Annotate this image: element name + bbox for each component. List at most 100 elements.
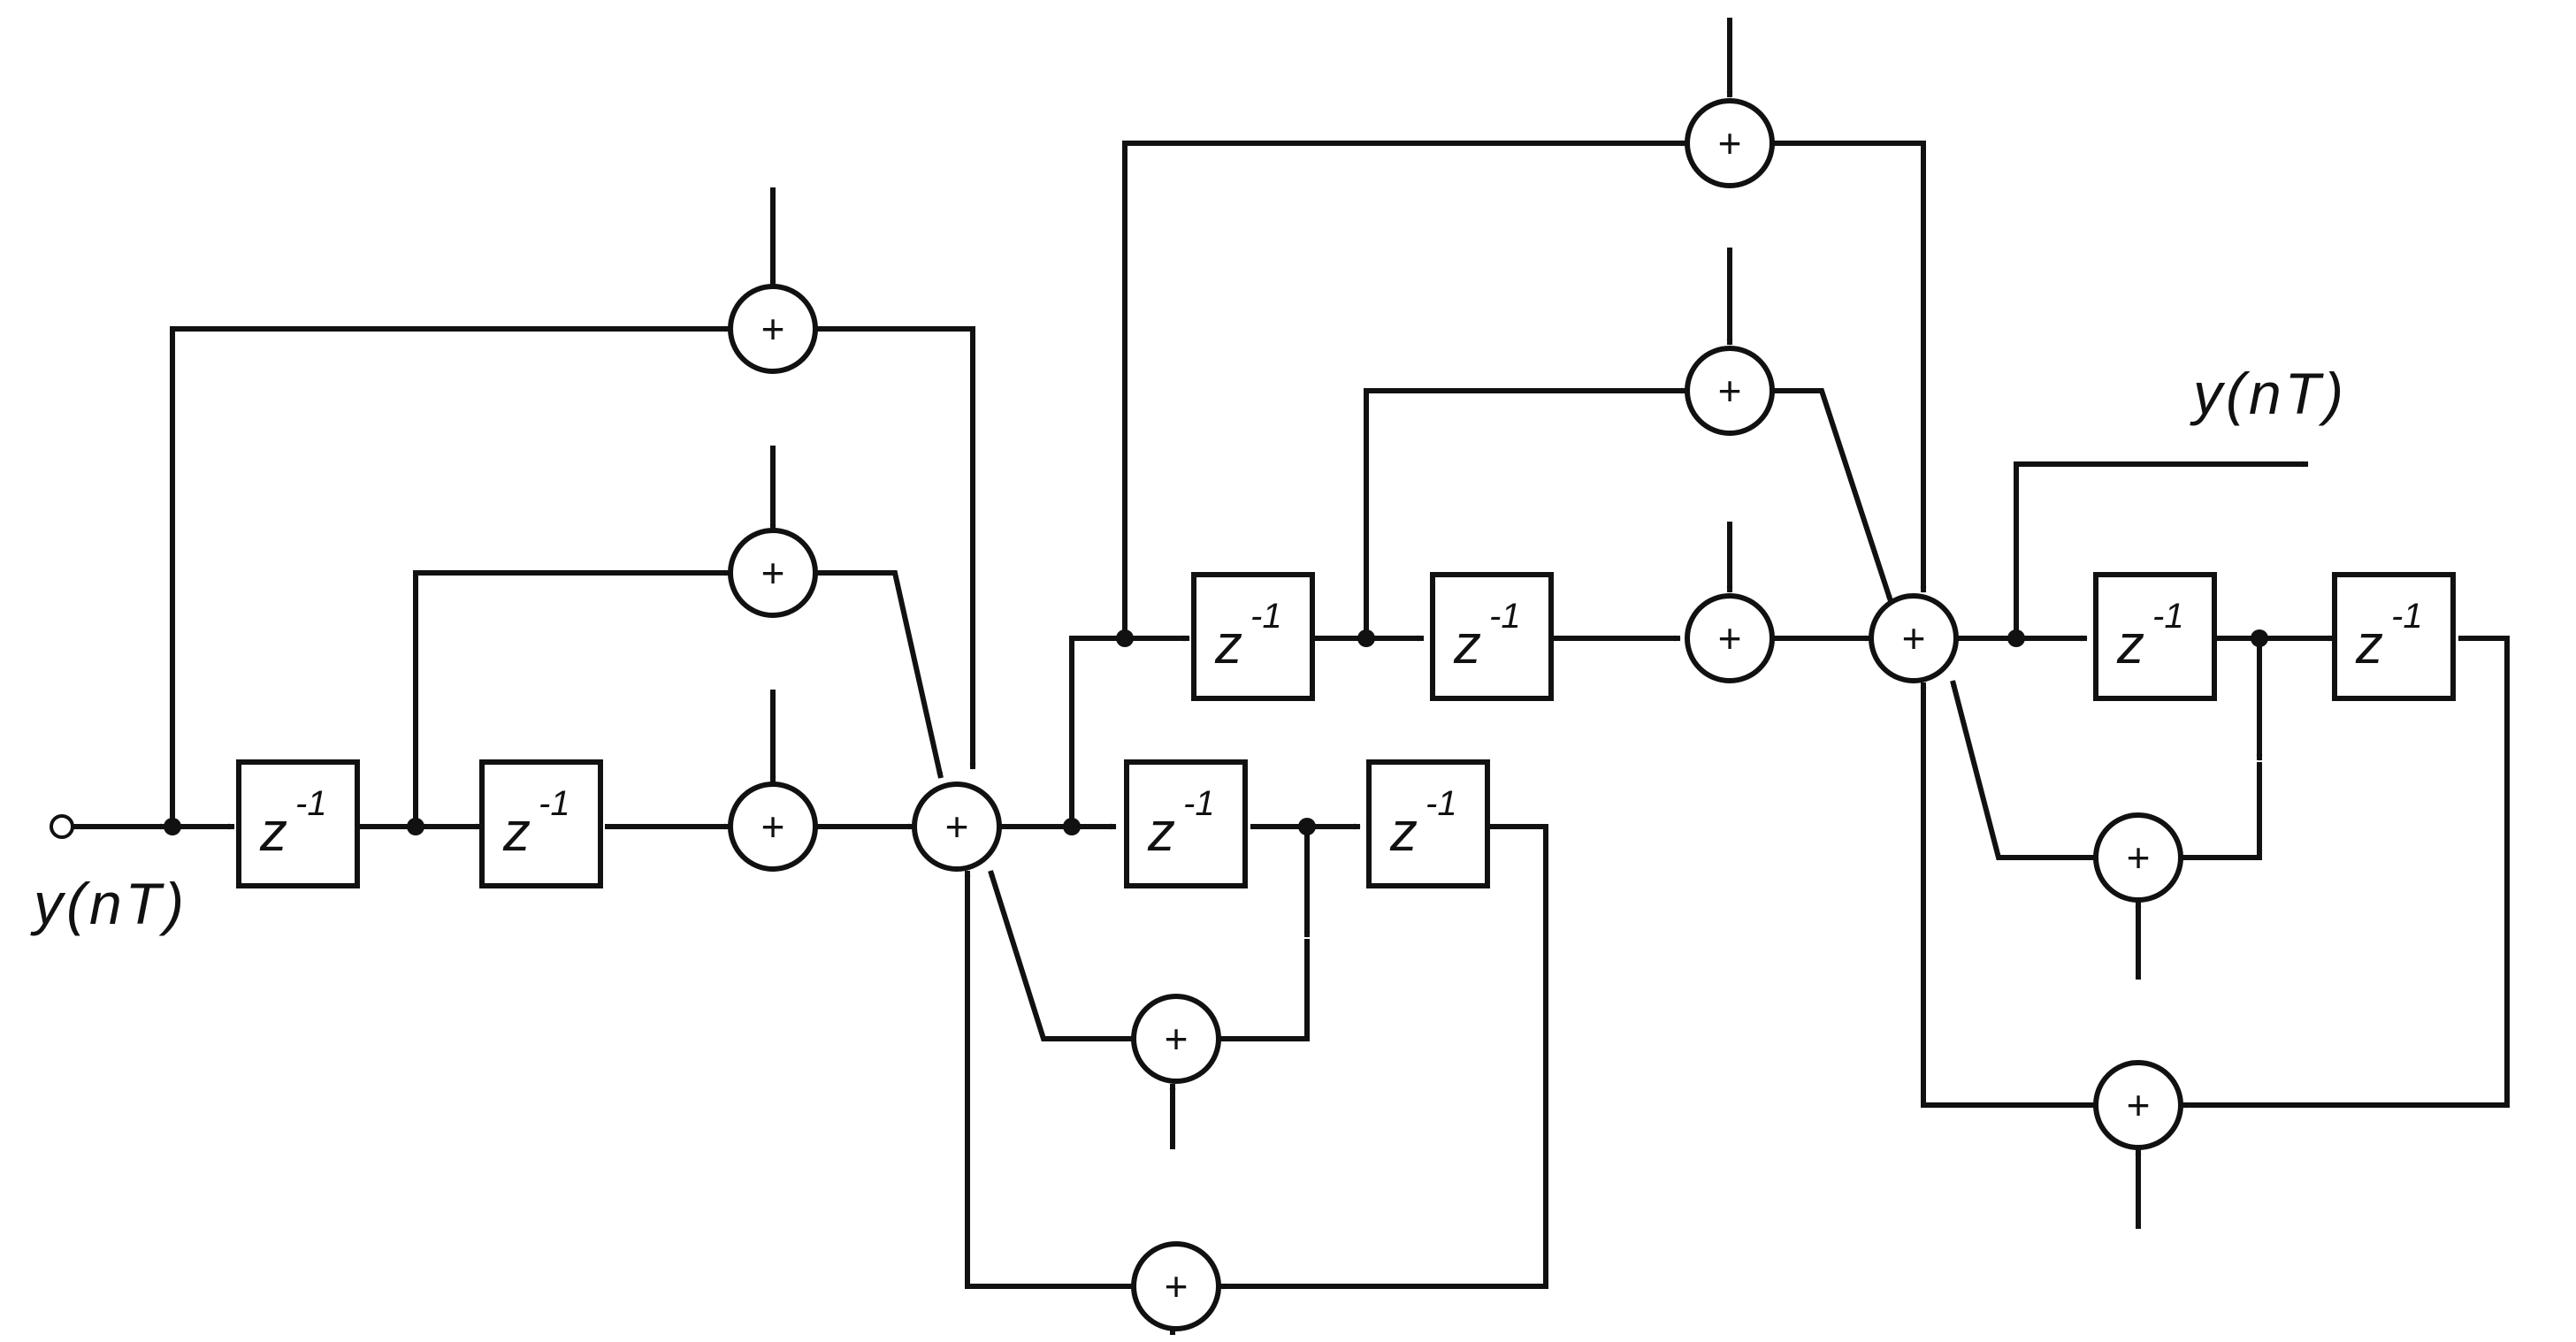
adder-ring: [912, 782, 1002, 872]
wire-ff-mid-2: [1364, 387, 1688, 638]
adder-b3: +: [1685, 98, 1775, 188]
adder-symbol: +: [1718, 368, 1742, 414]
adder-symbol: +: [1718, 615, 1742, 661]
delay-symbol: z: [2355, 614, 2383, 675]
wire-fb-inner-2: [2181, 762, 2262, 860]
delay-box: [2332, 572, 2456, 701]
adder-b5: +: [2093, 812, 2183, 903]
delay-exponent: -1: [295, 784, 327, 823]
delay-box: [1430, 572, 1554, 701]
junction-dot: [407, 818, 424, 835]
wire-fb-inner-2-up: [1950, 680, 2096, 860]
delay-symbol: z: [502, 802, 531, 863]
delay-z7: z-1: [2093, 572, 2217, 701]
wire-layer: [73, 18, 2510, 1335]
junction-layer: [164, 629, 2268, 835]
adder-a3: +: [728, 284, 818, 374]
adder-symbol: +: [761, 306, 785, 352]
adder-a1: +: [728, 782, 818, 872]
adder-sum-1: +: [912, 782, 1002, 872]
delay-box: [2093, 572, 2217, 701]
adder-ring: [2093, 1060, 2183, 1150]
delay-exponent: -1: [1489, 597, 1521, 636]
wire-fb-inner-1-up: [988, 870, 1134, 1041]
delay-z1: z-1: [236, 759, 360, 888]
wire-output: [2014, 461, 2309, 638]
junction-dot: [2007, 629, 2025, 647]
delay-exponent: -1: [539, 784, 570, 823]
delay-symbol: z: [1147, 802, 1175, 863]
adder-ring: [1869, 593, 1959, 683]
wire-ff-mid-1-down: [814, 570, 944, 779]
delay-exponent: -1: [1250, 597, 1282, 636]
wire-ff-mid-2-down: [1772, 388, 1893, 602]
delay-z5: z-1: [1191, 572, 1315, 701]
wire-fb-outer-2: [2180, 636, 2510, 1109]
delay-exponent: -1: [1426, 784, 1457, 823]
wire-ff-mid-1: [413, 569, 731, 827]
delay-box: [236, 759, 360, 888]
junction-dot: [1357, 629, 1375, 647]
adder-symbol: +: [1718, 120, 1742, 166]
adder-symbol: +: [945, 804, 969, 850]
wire-fb-outer-1-up: [964, 870, 1134, 1289]
delay-symbol: z: [1453, 614, 1481, 675]
junction-dot: [164, 818, 181, 835]
delay-z3: z-1: [1124, 759, 1248, 888]
adder-a5: +: [1131, 994, 1221, 1084]
wire-split-up: [1069, 635, 1190, 827]
adder-symbol: +: [2127, 835, 2151, 881]
junction-dot: [1116, 629, 1134, 647]
delay-z4: z-1: [1366, 759, 1490, 888]
delay-box: [1124, 759, 1248, 888]
adder-ring: [1685, 346, 1775, 436]
delay-box: [479, 759, 603, 888]
adder-ring: [728, 284, 818, 374]
input-terminal: [50, 814, 74, 839]
delay-exponent: -1: [2391, 597, 2423, 636]
output-label: y(nT): [2190, 361, 2347, 426]
delay-symbol: z: [259, 802, 287, 863]
adder-b2: +: [1685, 346, 1775, 436]
adder-symbol: +: [761, 550, 785, 596]
delay-exponent: -1: [1183, 784, 1215, 823]
delay-z6: z-1: [1430, 572, 1554, 701]
delay-exponent: -1: [2152, 597, 2184, 636]
adder-symbol: +: [1902, 615, 1926, 661]
adder-ring: [1131, 994, 1221, 1084]
wire-fb-outer-1: [1218, 824, 1548, 1290]
wire-ff-top-1: [170, 325, 731, 827]
adder-b1: +: [1685, 593, 1775, 683]
delay-symbol: z: [2116, 614, 2144, 675]
adder-symbol: +: [1165, 1263, 1189, 1309]
adder-sum-2: +: [1869, 593, 1959, 683]
wire-fb-inner-1: [1219, 939, 1310, 1041]
wire-ff-top-2: [1122, 140, 1688, 638]
adder-ring: [728, 782, 818, 872]
wire-ff-top-1-down: [814, 326, 976, 770]
junction-dot: [1298, 818, 1316, 835]
adder-ring: [728, 528, 818, 618]
wire-ff-top-2-down: [1772, 141, 1927, 593]
adder-a2: +: [728, 528, 818, 618]
junction-dot: [2251, 629, 2268, 647]
delay-symbol: z: [1214, 614, 1242, 675]
adder-symbol: +: [761, 804, 785, 850]
delay-z2: z-1: [479, 759, 603, 888]
adder-symbol: +: [1165, 1016, 1189, 1062]
input-label: y(nT): [30, 871, 187, 936]
wire-fb-outer-2-up: [1920, 682, 2096, 1108]
delay-box: [1191, 572, 1315, 701]
delay-box: [1366, 759, 1490, 888]
junction-dot: [1063, 818, 1081, 835]
delay-z8: z-1: [2332, 572, 2456, 701]
adder-ring: [2093, 812, 2183, 903]
adder-ring: [1685, 98, 1775, 188]
adder-ring: [1131, 1241, 1221, 1331]
adder-b6: +: [2093, 1060, 2183, 1150]
adder-symbol: +: [2127, 1082, 2151, 1128]
adder-a6: +: [1131, 1241, 1221, 1331]
delay-symbol: z: [1389, 802, 1418, 863]
